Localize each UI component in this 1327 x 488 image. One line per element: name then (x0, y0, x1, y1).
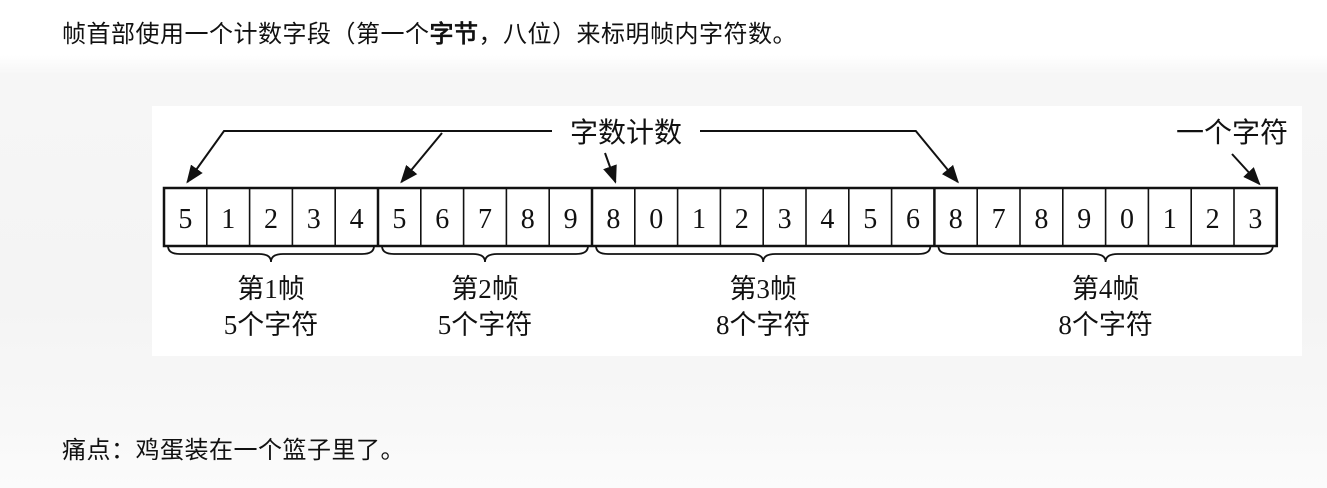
cell-value: 0 (649, 204, 663, 235)
intro-paragraph: 帧首部使用一个计数字段（第一个字节，八位）来标明帧内字符数。 (62, 18, 797, 50)
cell-value: 5 (392, 204, 406, 235)
count-arrow-frame2 (400, 132, 443, 184)
cell-value: 3 (307, 204, 321, 235)
frame-title-label: 第2帧 (451, 274, 519, 304)
count-field-label: 字数计数 (570, 117, 682, 149)
count-arrow-frame4 (700, 130, 959, 184)
frame-brace (167, 245, 375, 263)
intro-text-before: 帧首部使用一个计数字段（第一个 (62, 20, 430, 48)
frame-title-label: 第4帧 (1072, 274, 1140, 304)
count-arrow-frame3 (603, 152, 617, 184)
pain-point-text: 痛点：鸡蛋装在一个篮子里了。 (62, 436, 405, 464)
frame-count-label: 5个字符 (438, 310, 533, 340)
cell-value: 6 (435, 204, 449, 235)
cell-value: 4 (820, 204, 834, 235)
cell-value: 1 (1163, 204, 1177, 235)
cell-value: 1 (692, 204, 706, 235)
cell-value: 1 (221, 204, 235, 235)
intro-text-after: ，八位）来标明帧内字符数。 (478, 20, 797, 48)
frame-brace (381, 245, 589, 263)
cell-value: 9 (1077, 204, 1091, 235)
frame-brace (937, 245, 1274, 263)
cell-value: 5 (178, 204, 192, 235)
cell-value: 7 (478, 204, 492, 235)
cell-value: 3 (778, 204, 792, 235)
cell-value: 9 (564, 204, 578, 235)
frame-count-label: 8个字符 (716, 310, 811, 340)
cell-value: 3 (1248, 204, 1262, 235)
cell-value: 0 (1120, 204, 1134, 235)
frame-title-label: 第3帧 (729, 274, 797, 304)
frame-title-label: 第1帧 (237, 274, 305, 304)
cell-value: 2 (264, 204, 278, 235)
cell-value: 2 (735, 204, 749, 235)
cell-value: 8 (1034, 204, 1048, 235)
frame-count-label: 8个字符 (1058, 310, 1153, 340)
cell-value: 8 (606, 204, 620, 235)
cell-value: 7 (992, 204, 1006, 235)
single-char-label: 一个字符 (1176, 117, 1288, 149)
single-char-arrow (1231, 153, 1261, 186)
count-arrow-frame1 (186, 130, 552, 184)
cell-value: 8 (521, 204, 535, 235)
cell-value: 4 (350, 204, 364, 235)
cell-value: 6 (906, 204, 920, 235)
frame-brace (595, 245, 932, 263)
cell-value: 2 (1206, 204, 1220, 235)
cell-value: 8 (949, 204, 963, 235)
frame-count-label: 5个字符 (224, 310, 319, 340)
intro-bold-term: 字节 (429, 20, 479, 48)
cell-value: 5 (863, 204, 877, 235)
